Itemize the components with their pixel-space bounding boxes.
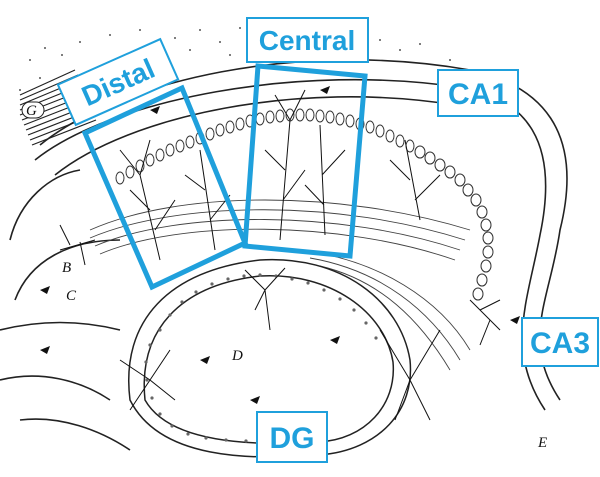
ca3-label: CA3 (522, 318, 598, 366)
drawing-letter-b: B (62, 260, 71, 276)
ca1-label: CA1 (438, 70, 518, 116)
central-label: Central (247, 18, 368, 62)
distal-region-box (85, 88, 245, 287)
neuron-dendrites (60, 90, 500, 420)
fiber-tracts (90, 200, 470, 370)
drawing-letter-e: E (537, 435, 547, 451)
central-region-box (245, 66, 365, 256)
ca3-label-text: CA3 (530, 327, 590, 360)
pathway-arrows (40, 86, 520, 404)
drawing-letter-c: C (66, 288, 77, 304)
drawing-letter-g: G (26, 103, 37, 119)
dg-label: DG (257, 412, 327, 462)
central-label-text: Central (259, 25, 355, 56)
drawing-letter-d: D (231, 348, 243, 364)
dg-label-text: DG (270, 422, 315, 455)
ca1-label-text: CA1 (448, 78, 508, 111)
distal-label: Distal (58, 39, 178, 125)
